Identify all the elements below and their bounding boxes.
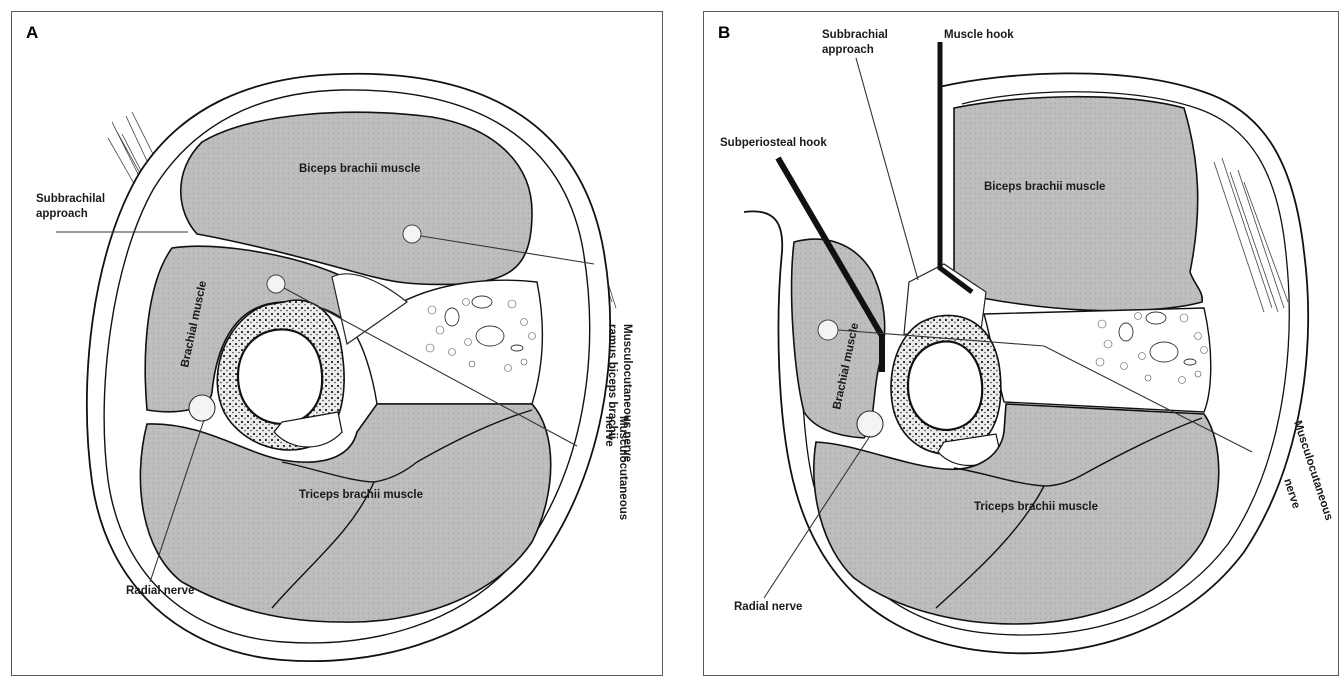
musculocutaneous-nerve xyxy=(818,320,838,340)
label-biceps: Biceps brachii muscle xyxy=(299,163,420,175)
label-subbrachial-2: approach xyxy=(822,44,874,56)
label-musculo-2: nerve xyxy=(603,416,615,447)
panel-a-letter: A xyxy=(26,23,38,42)
medullary-cavity xyxy=(238,329,322,424)
skin-hatching-right xyxy=(1214,158,1288,312)
label-subperiosteal-hook: Subperiosteal hook xyxy=(720,137,827,149)
panel-a-diagram: A Biceps brachii muscle Su xyxy=(12,12,663,676)
label-triceps: Triceps brachii muscle xyxy=(974,501,1098,513)
label-subbrachial-2: approach xyxy=(36,208,88,220)
label-musculo-1: Musculocutaneous xyxy=(617,416,629,520)
label-subbrachial-1: Subbrachial xyxy=(822,29,888,41)
panel-b-diagram: B Subbrachial approach Musc xyxy=(704,12,1339,676)
label-radial: Radial nerve xyxy=(126,585,194,597)
panel-b-letter: B xyxy=(718,23,730,42)
radial-nerve xyxy=(857,411,883,437)
label-musculo-2: nerve xyxy=(1281,477,1302,510)
label-biceps: Biceps brachii muscle xyxy=(984,181,1105,193)
label-subbrachial-1: Subbrachilal xyxy=(36,193,105,205)
label-triceps: Triceps brachii muscle xyxy=(299,489,423,501)
panel-a: A Biceps brachii muscle Su xyxy=(11,11,663,676)
musculocutaneous-ramus-nerve xyxy=(403,225,421,243)
label-radial: Radial nerve xyxy=(734,601,802,613)
label-muscle-hook: Muscle hook xyxy=(944,29,1014,41)
panel-b: B Subbrachial approach Musc xyxy=(703,11,1339,676)
radial-nerve xyxy=(189,395,215,421)
medullary-cavity xyxy=(908,341,982,430)
leader-subbrachial xyxy=(856,58,918,280)
biceps-muscle-shape xyxy=(954,97,1202,311)
neurovascular-compartment xyxy=(984,308,1211,412)
musculocutaneous-nerve xyxy=(267,275,285,293)
